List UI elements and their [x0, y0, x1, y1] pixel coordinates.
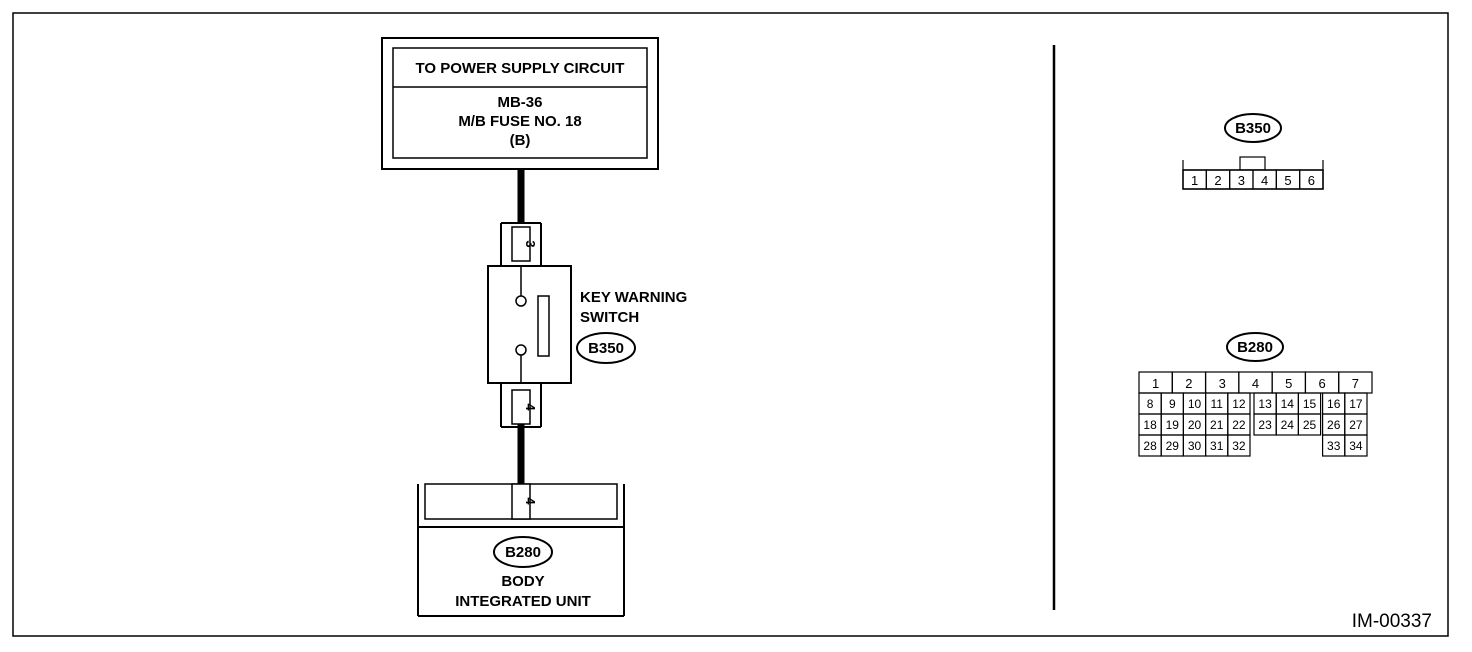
b280-pin-label: 19	[1166, 418, 1180, 432]
b280-pin-cell	[1227, 434, 1251, 457]
body-unit-pin: 4	[523, 497, 538, 505]
switch-contact-lower	[515, 344, 527, 356]
body-unit-name-line2: INTEGRATED UNIT	[455, 593, 591, 610]
b280-pin-label: 14	[1281, 397, 1295, 411]
switch-name-line2: SWITCH	[580, 309, 639, 326]
b280-pin-label: 13	[1258, 397, 1272, 411]
b280-pin-label: 26	[1327, 418, 1341, 432]
b280-pin-label: 11	[1210, 397, 1223, 411]
figure-code: IM-00337	[1352, 611, 1432, 632]
body-integrated-unit: 4 B280 BODY INTEGRATED UNIT	[417, 483, 625, 617]
b280-pin-label: 10	[1188, 397, 1202, 411]
body-unit-connector-badge	[493, 536, 553, 568]
b350-badge-label: B350	[1235, 120, 1271, 137]
b280-pin-label: 29	[1166, 439, 1180, 453]
switch-contact-upper	[515, 295, 527, 307]
b280-pin-label: 27	[1349, 418, 1363, 432]
b280-pin-label: 30	[1188, 439, 1202, 453]
b280-pin-label: 23	[1258, 418, 1272, 432]
b350-pin-cell	[1299, 169, 1324, 190]
b350-pin-label: 5	[1284, 173, 1291, 188]
b350-connector-view: B350 1 2 3 4 5 6	[1182, 113, 1324, 190]
b280-pin-label: 25	[1303, 418, 1317, 432]
b280-pin-label: 1	[1152, 376, 1159, 391]
b280-pin-label: 21	[1210, 418, 1224, 432]
b350-pin-label: 4	[1261, 173, 1268, 188]
b280-pin-label: 34	[1349, 439, 1363, 453]
b280-pin-cell	[1297, 413, 1322, 436]
b280-pin-label: 20	[1188, 418, 1202, 432]
switch-pin-top: 3	[523, 240, 538, 247]
b280-pin-label: 33	[1327, 439, 1341, 453]
b350-pin-label: 6	[1308, 173, 1315, 188]
body-unit-connector-label: B280	[505, 544, 541, 561]
diagram-frame	[12, 12, 1449, 637]
b350-pin-label: 1	[1191, 173, 1198, 188]
power-supply-line3: (B)	[510, 132, 531, 149]
b280-pin-label: 32	[1232, 439, 1246, 453]
b280-pin-label: 28	[1143, 439, 1157, 453]
switch-connector-badge	[576, 332, 636, 364]
b280-pin-label: 16	[1327, 397, 1341, 411]
b280-pin-label: 6	[1318, 376, 1325, 391]
b280-badge	[1226, 332, 1284, 362]
switch-connector-label: B350	[588, 340, 624, 357]
b280-pin-label: 18	[1143, 418, 1157, 432]
b280-pin-label: 8	[1147, 397, 1154, 411]
b280-pin-label: 17	[1349, 397, 1363, 411]
switch-name-line1: KEY WARNING	[580, 289, 687, 306]
body-unit-name-line1: BODY	[501, 573, 544, 590]
switch-connector-bottom: 4	[500, 383, 542, 428]
b350-pin-label: 2	[1214, 173, 1221, 188]
b280-pin-label: 7	[1352, 376, 1359, 391]
b280-pin-label: 9	[1169, 397, 1176, 411]
b280-pin-cell	[1344, 434, 1368, 457]
power-supply-line1: MB-36	[497, 94, 542, 111]
power-supply-line2: M/B FUSE NO. 18	[458, 113, 581, 130]
b280-pin-label: 5	[1285, 376, 1292, 391]
b280-pin-label: 22	[1232, 418, 1246, 432]
b280-pin-label: 4	[1252, 376, 1259, 391]
power-supply-title: TO POWER SUPPLY CIRCUIT	[416, 60, 625, 77]
b280-pin-label: 15	[1303, 397, 1317, 411]
b280-pin-label: 12	[1232, 397, 1246, 411]
b280-badge-label: B280	[1237, 339, 1273, 356]
switch-blade	[537, 295, 550, 357]
b280-pin-label: 2	[1185, 376, 1192, 391]
power-supply-box: TO POWER SUPPLY CIRCUIT MB-36 M/B FUSE N…	[381, 37, 659, 170]
b350-pin-label: 3	[1238, 173, 1245, 188]
switch-pin-bottom: 4	[523, 403, 538, 411]
b280-pin-label: 31	[1210, 439, 1224, 453]
key-warning-switch-body	[487, 265, 572, 384]
switch-connector-top: 3	[500, 222, 542, 266]
b350-badge	[1224, 113, 1282, 143]
b280-pin-label: 3	[1219, 376, 1226, 391]
b280-pin-label: 24	[1281, 418, 1295, 432]
